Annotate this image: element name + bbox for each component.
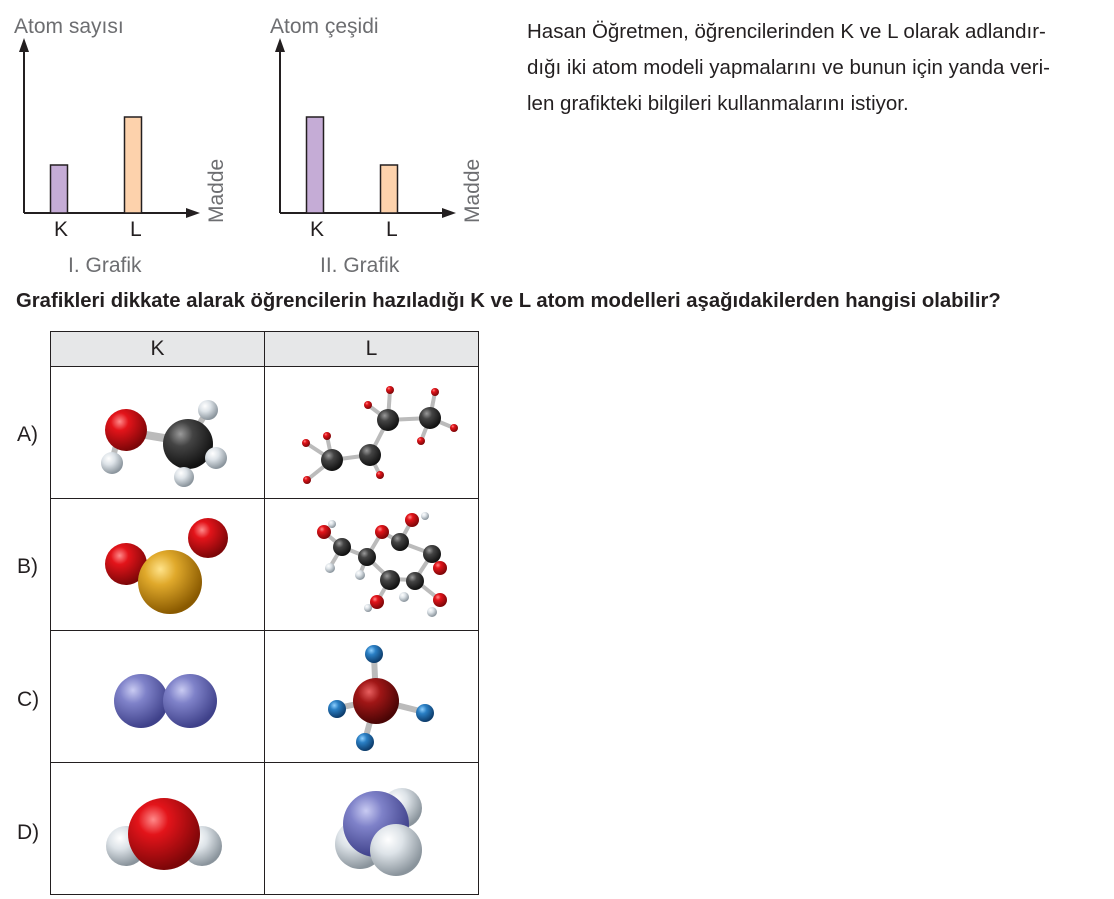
sulfur-dioxide-model [104, 518, 228, 614]
cell-d-k [50, 762, 265, 895]
y-axis-arrow [275, 38, 285, 52]
column-header-l: L [264, 331, 479, 367]
graph-1-caption: I. Grafik [68, 254, 142, 277]
x-axis-arrow [186, 208, 200, 218]
option-label-a[interactable]: A) [17, 423, 38, 446]
graph-1-plot [19, 38, 200, 218]
bar-k [49, 164, 69, 214]
option-label-c[interactable]: C) [17, 688, 40, 711]
diatomic-molecule-model [113, 674, 217, 728]
water-space-filling-model [105, 798, 222, 870]
cell-b-k [50, 498, 265, 631]
intro-line: len grafikteki bilgileri kullanmalarını … [527, 92, 909, 115]
methanol-ball-stick-model [100, 400, 227, 487]
option-row-d[interactable] [50, 762, 479, 895]
graph-2-ylabel: Atom çeşidi [270, 15, 379, 38]
intro-paragraph: Hasan Öğretmen, öğrencilerinden K ve L o… [527, 14, 1112, 122]
intro-line: dığı iki atom modeli yapmalarını ve bunu… [527, 56, 1051, 79]
cell-b-l [264, 498, 479, 631]
column-header-k: K [50, 331, 265, 367]
question-text: Grafikleri dikkate alarak öğrencilerin h… [16, 290, 1001, 312]
option-label-d[interactable]: D) [17, 821, 40, 844]
cell-c-k [50, 630, 265, 763]
bar-l [123, 116, 143, 214]
option-label-b[interactable]: B) [17, 555, 38, 578]
ammonia-space-filling-model [334, 788, 422, 876]
options-table: K L [50, 331, 479, 895]
glucose-model [316, 512, 447, 617]
tetrahedral-molecule-model [327, 645, 434, 751]
cell-a-k [50, 366, 265, 499]
graph-2-xlabel: Madde [461, 158, 484, 223]
cell-a-l [264, 366, 479, 499]
y-axis-arrow [19, 38, 29, 52]
graph-1-cat-l: L [130, 218, 142, 241]
option-row-c[interactable] [50, 630, 479, 763]
graph-2-cat-l: L [386, 218, 398, 241]
graph-2-caption: II. Grafik [320, 254, 400, 277]
graph-1-cat-k: K [54, 218, 69, 241]
option-row-b[interactable] [50, 498, 479, 631]
cell-c-l [264, 630, 479, 763]
x-axis-arrow [442, 208, 456, 218]
option-row-a[interactable] [50, 366, 479, 499]
graph-2-cat-k: K [310, 218, 325, 241]
hydrocarbon-chain-model [301, 386, 458, 484]
bar-l [379, 164, 399, 214]
graph-1-ylabel: Atom sayısı [14, 15, 124, 38]
bar-k [305, 116, 325, 214]
graph-2-plot [275, 38, 456, 218]
cell-d-l [264, 762, 479, 895]
intro-line: Hasan Öğretmen, öğrencilerinden K ve L o… [527, 20, 1046, 43]
